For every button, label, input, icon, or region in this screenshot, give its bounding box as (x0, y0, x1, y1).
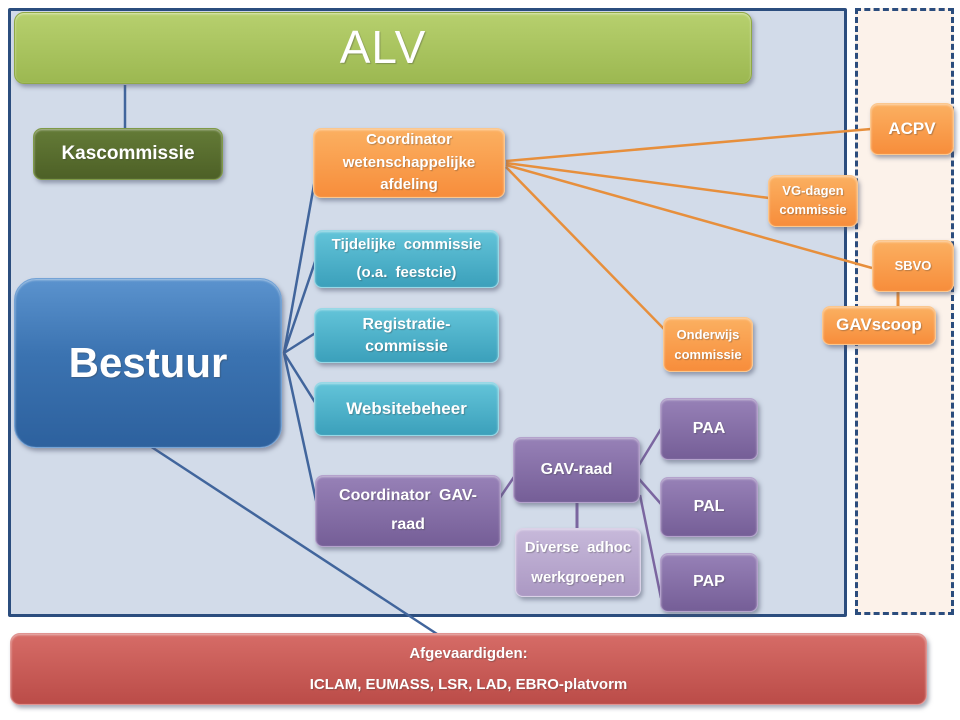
node-kascommissie: Kascommissie (33, 128, 223, 180)
node-websitebeheer: Websitebeheer (314, 382, 499, 436)
node-acpv: ACPV (870, 103, 954, 155)
node-gavscoop: GAVscoop (822, 306, 936, 345)
node-sbvo: SBVO (872, 240, 954, 292)
node-tijdelijke-commissie: Tijdelijke commissie (o.a. feestcie) (314, 230, 499, 288)
node-alv: ALV (14, 12, 752, 84)
node-bestuur: Bestuur (14, 278, 282, 448)
node-coordinator-wetenschappelijke-afdeling: Coordinator wetenschappelijke afdeling (313, 128, 505, 198)
node-diverse-adhoc-werkgroepen: Diverse adhoc werkgroepen (515, 528, 641, 597)
node-gav-raad: GAV-raad (513, 437, 640, 503)
node-paa: PAA (660, 398, 758, 460)
node-registratie-commissie: Registratie- commissie (314, 308, 499, 363)
node-vg-dagen-commissie: VG-dagen commissie (768, 175, 858, 227)
node-pap: PAP (660, 553, 758, 612)
node-onderwijs-commissie: Onderwijs commissie (663, 317, 753, 372)
node-pal: PAL (660, 477, 758, 537)
node-coordinator-gav-raad: Coordinator GAV- raad (315, 475, 501, 547)
node-afgevaardigden-banner: Afgevaardigden: ICLAM, EUMASS, LSR, LAD,… (10, 633, 927, 705)
